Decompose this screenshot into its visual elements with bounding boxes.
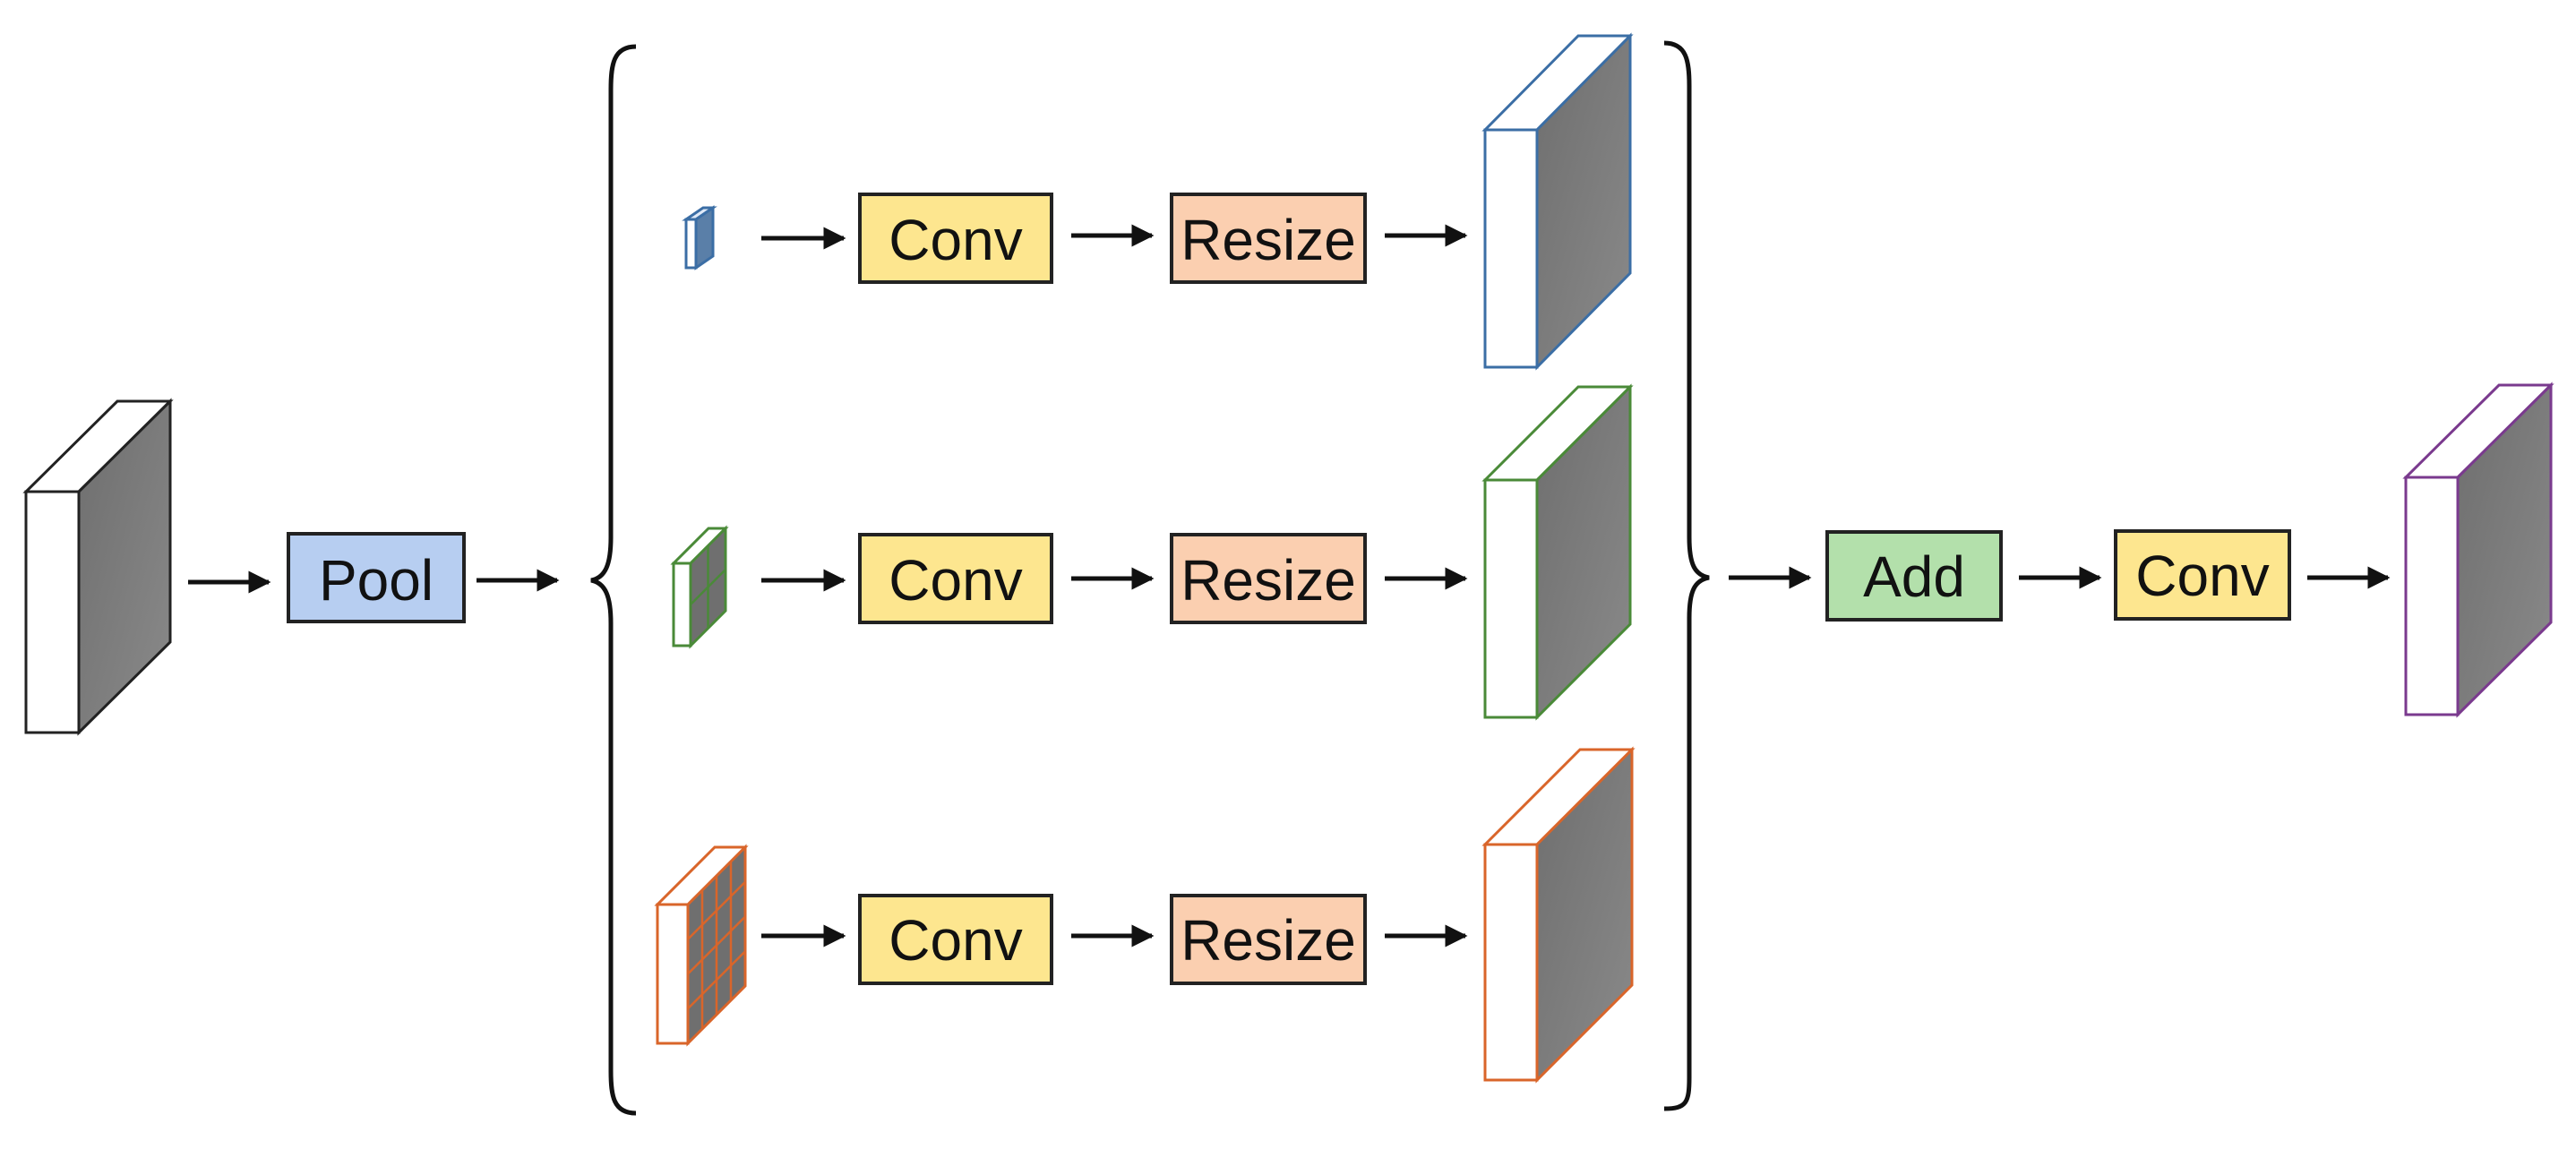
- resize-box-3: Resize: [1170, 894, 1367, 985]
- resize-label-3: Resize: [1181, 908, 1356, 973]
- resize-label-1: Resize: [1181, 208, 1356, 272]
- pooled-map-4x4: [654, 844, 749, 1047]
- branch-1: Conv Resize: [682, 32, 1634, 371]
- left-brace: [590, 44, 637, 1116]
- conv-box-2: Conv: [858, 533, 1053, 624]
- branch-3: Conv Resize: [654, 746, 1636, 1084]
- add-label: Add: [1863, 544, 1965, 609]
- right-brace: [1663, 40, 1710, 1111]
- branch-2: Conv Resize: [670, 383, 1634, 721]
- conv-label-3: Conv: [889, 908, 1022, 973]
- add-box: Add: [1825, 530, 2003, 622]
- pooled-map-1x1: [682, 205, 717, 270]
- upsampled-map-2: [1481, 383, 1634, 721]
- final-conv-box: Conv: [2114, 529, 2291, 621]
- final-conv-label: Conv: [2135, 544, 2269, 608]
- pool-box: Pool: [287, 532, 466, 623]
- output-tensor: [2402, 382, 2555, 718]
- resize-box-2: Resize: [1170, 533, 1367, 624]
- upsampled-map-3: [1481, 746, 1636, 1084]
- conv-label-1: Conv: [889, 208, 1022, 272]
- conv-box-3: Conv: [858, 894, 1053, 985]
- pooled-map-2x2: [670, 525, 729, 649]
- resize-label-2: Resize: [1181, 548, 1356, 613]
- input-tensor: [22, 398, 174, 736]
- conv-label-2: Conv: [889, 548, 1022, 613]
- upsampled-map-1: [1481, 32, 1634, 371]
- resize-box-1: Resize: [1170, 193, 1367, 284]
- conv-box-1: Conv: [858, 193, 1053, 284]
- pool-label: Pool: [319, 548, 434, 613]
